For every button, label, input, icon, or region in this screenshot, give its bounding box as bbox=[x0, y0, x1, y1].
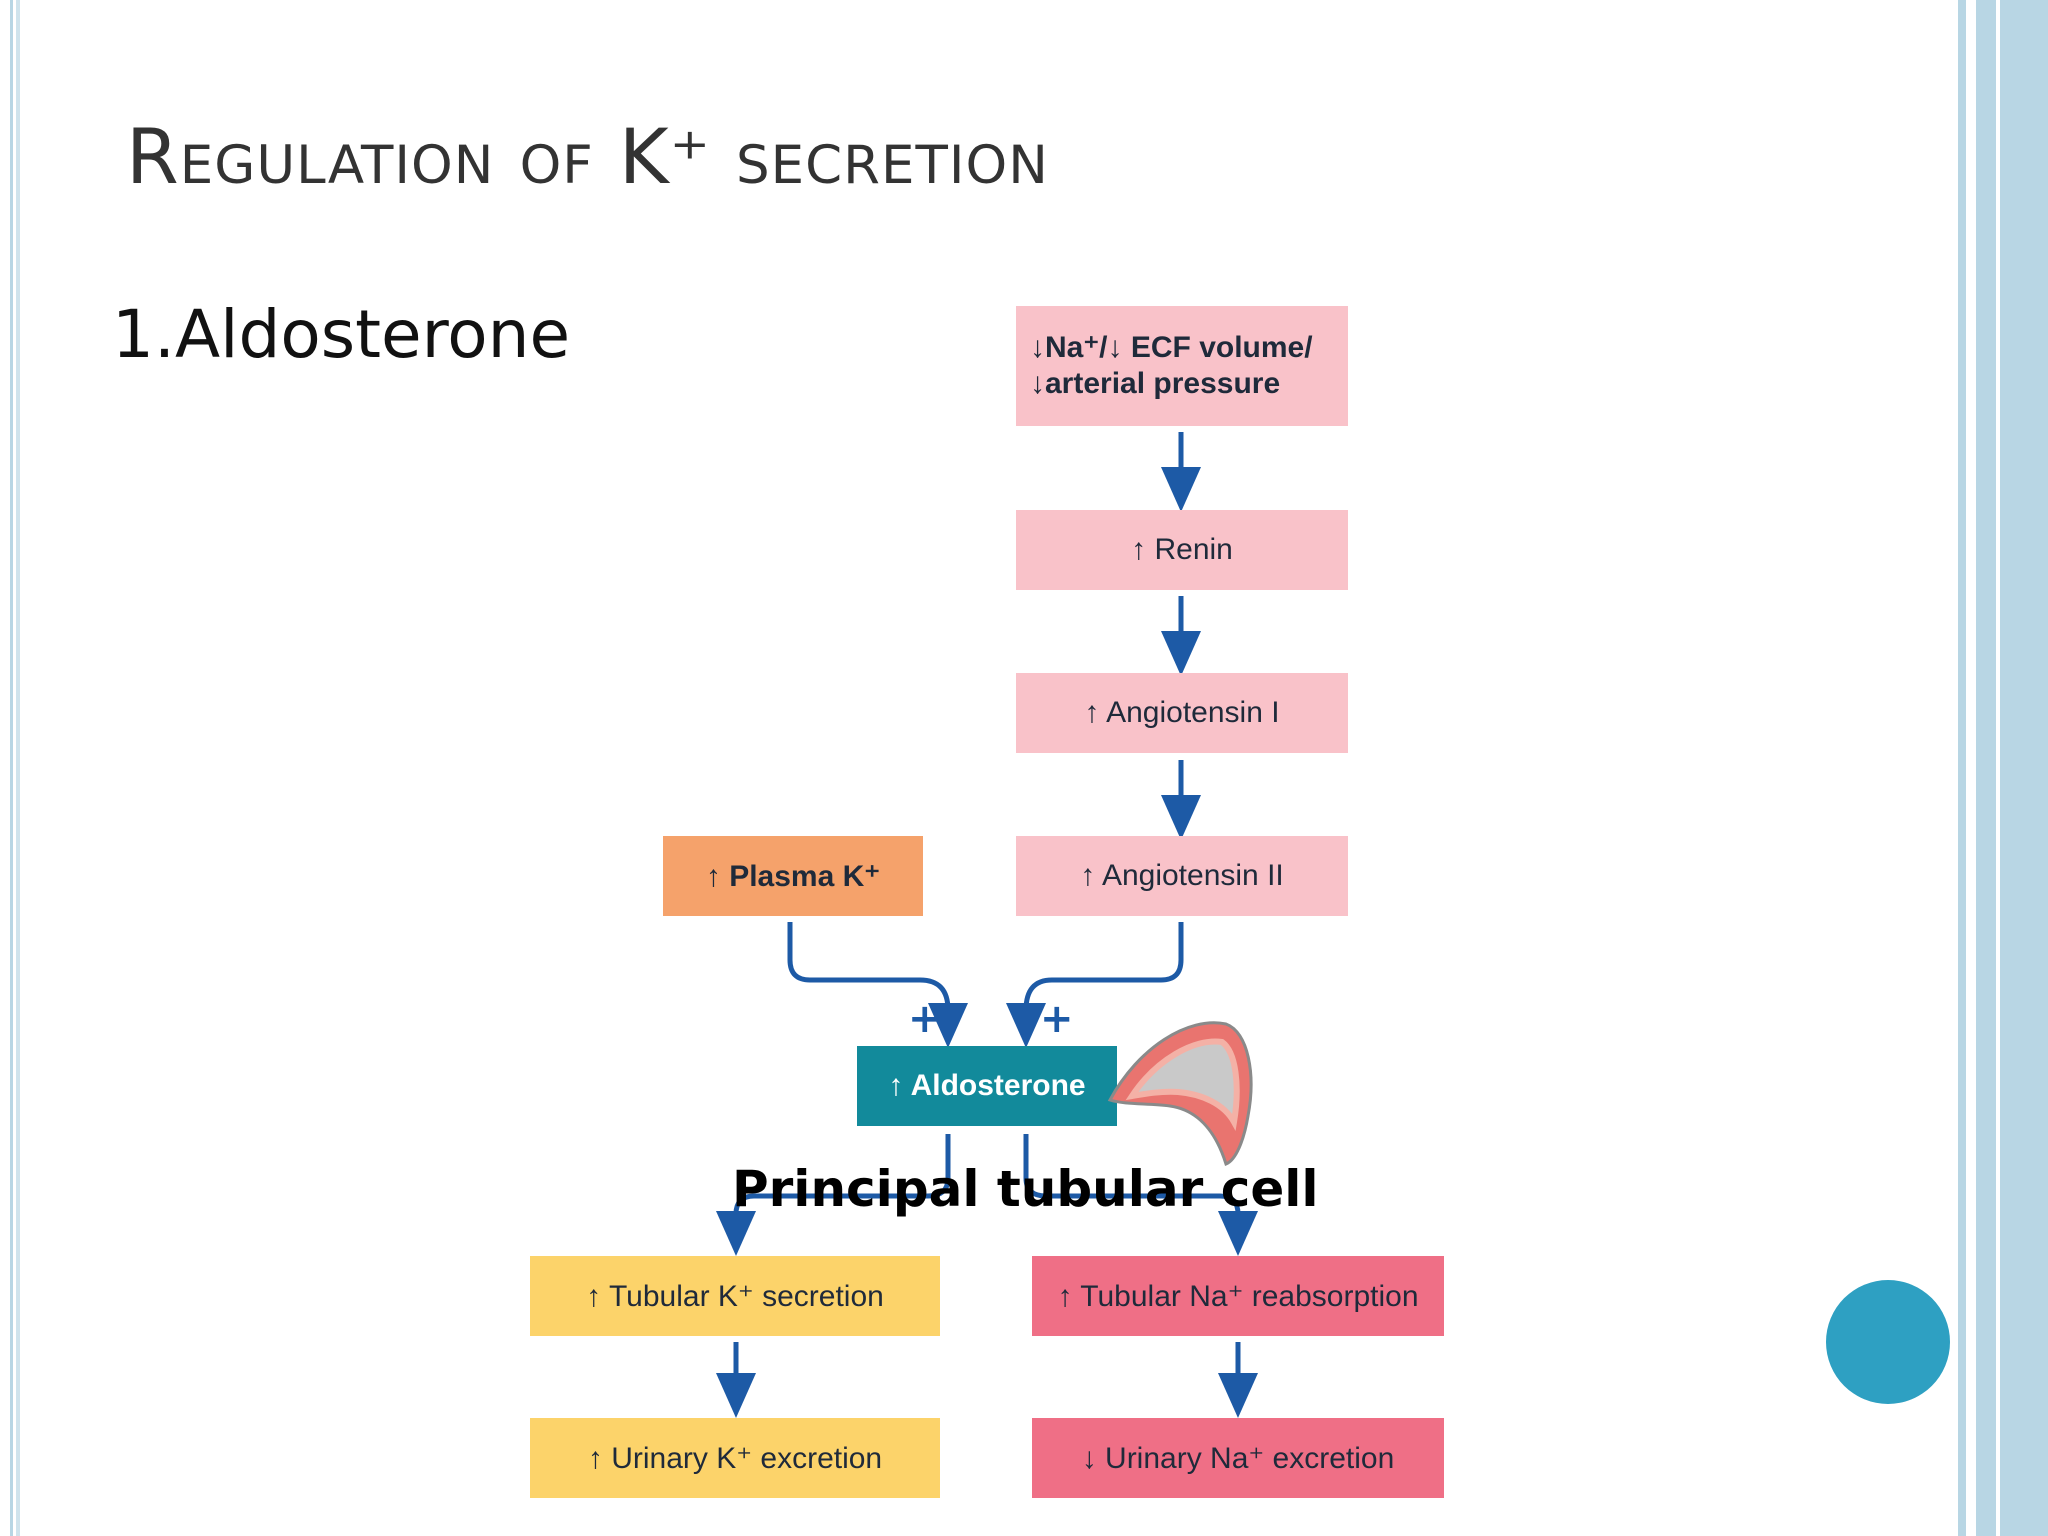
box-urinary-k-excretion: ↑ Urinary K⁺ excretion bbox=[530, 1418, 940, 1498]
arrow-plasma-k-to-aldosterone bbox=[787, 922, 968, 1048]
left-frame-stripe bbox=[0, 0, 22, 1536]
box-na-line-1: ↓Na⁺/↓ ECF volume/ bbox=[1030, 331, 1313, 364]
adrenal-gland-icon bbox=[1107, 1021, 1253, 1166]
box-renin: ↑ Renin bbox=[1016, 510, 1348, 590]
box-aldosterone: ↑ Aldosterone bbox=[857, 1046, 1117, 1126]
slide-title: Regulation of K⁺ secretion bbox=[126, 112, 1049, 201]
right-frame-stripes bbox=[1956, 0, 2048, 1536]
box-angiotensin-2: ↑ Angiotensin II bbox=[1016, 836, 1348, 916]
box-tubular-k-secretion: ↑ Tubular K⁺ secretion bbox=[530, 1256, 940, 1336]
arrow-aldosterone-to-tubular-na bbox=[1023, 1134, 1258, 1256]
plus-right: + bbox=[1040, 996, 1074, 1042]
arrow-ang2-to-aldosterone bbox=[1006, 922, 1184, 1048]
plus-left: + bbox=[908, 996, 942, 1042]
box-urinary-na-excretion: ↓ Urinary Na⁺ excretion bbox=[1032, 1418, 1444, 1498]
box-angiotensin-1: ↑ Angiotensin I bbox=[1016, 673, 1348, 753]
arrow-aldosterone-to-tubular-k bbox=[716, 1134, 951, 1256]
box-na-line-2: ↓arterial pressure bbox=[1030, 367, 1281, 400]
box-na-ecf-pressure: ↓Na⁺/↓ ECF volume/ ↓arterial pressure bbox=[1016, 306, 1348, 426]
box-plasma-k: ↑ Plasma K⁺ bbox=[663, 836, 923, 916]
decorative-circle bbox=[1826, 1280, 1950, 1404]
principal-tubular-cell-label: Principal tubular cell bbox=[732, 1160, 1319, 1218]
slide-subtitle: 1.Aldosterone bbox=[112, 296, 571, 373]
box-tubular-na-reabsorption: ↑ Tubular Na⁺ reabsorption bbox=[1032, 1256, 1444, 1336]
